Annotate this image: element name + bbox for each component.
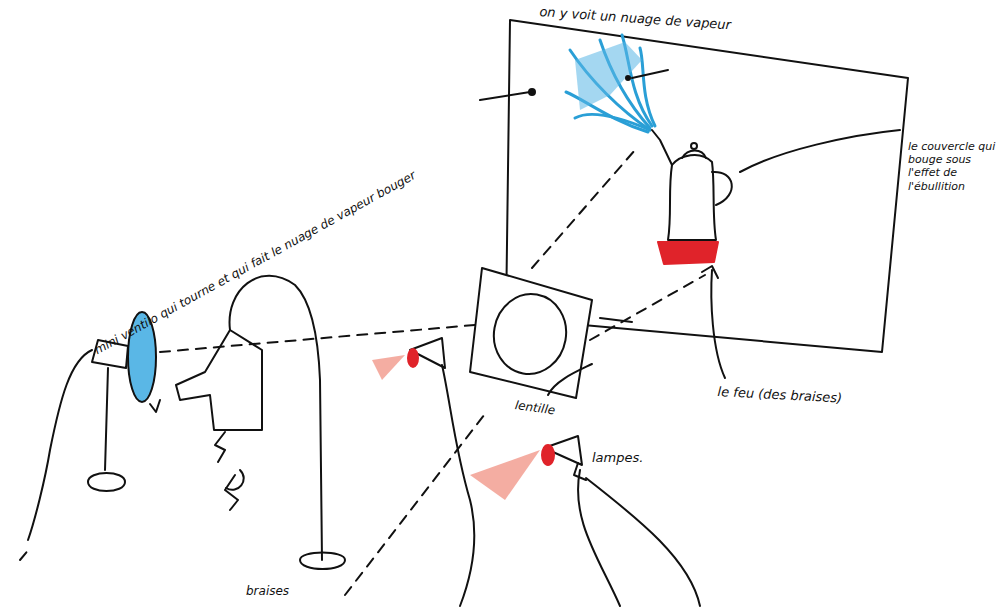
fire [658, 242, 718, 264]
lamp-light [372, 355, 405, 380]
lens [488, 288, 573, 379]
kettle [230, 276, 322, 560]
kettle-on-screen [668, 155, 716, 240]
annotation-label: le couvercle qui bouge sous l'effet de l… [908, 140, 998, 193]
annotation-label: braises [246, 584, 366, 598]
steam-cloud [566, 35, 655, 132]
lens-frame [470, 268, 592, 398]
annotation-label: le feu (des braises) [717, 384, 918, 410]
annotation-label: lampes. [592, 450, 682, 466]
annotation-label: on y voit un nuage de vapeur [539, 4, 869, 43]
kettle-spout [652, 130, 672, 165]
annotation-label: lentille [514, 398, 615, 426]
kettle-body [176, 330, 262, 430]
lamp-light [470, 450, 540, 500]
annotation-label: mini ventilo qui tourne et qui fait le n… [92, 122, 501, 358]
